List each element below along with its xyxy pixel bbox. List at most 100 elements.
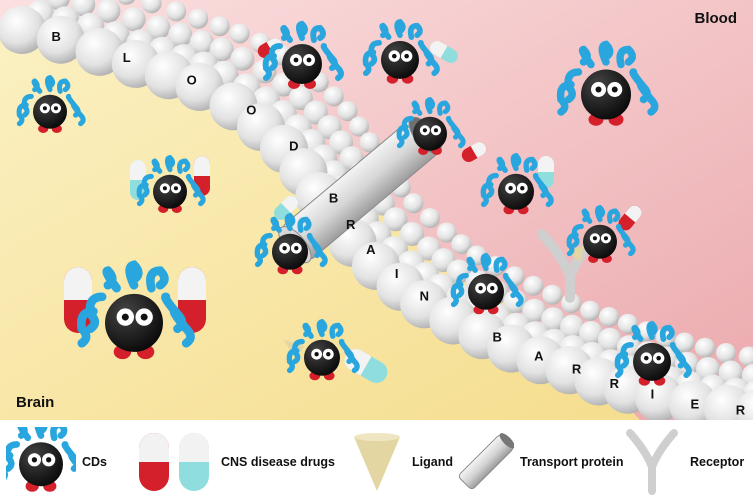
legend-item-ligand: Ligand [352, 420, 453, 503]
legend: CDs CNS disease drugs Ligand Transport p… [0, 420, 753, 503]
cd-mascot [480, 152, 554, 215]
cd-mascot [16, 74, 86, 133]
cd-mascot [136, 154, 206, 213]
lipid-sphere [166, 1, 187, 22]
lipid-sphere [229, 23, 250, 44]
barrier-letter: I [651, 387, 655, 402]
barrier-letter: B [492, 330, 501, 345]
lipid-sphere [121, 7, 146, 32]
brain-label: Brain [16, 394, 55, 411]
lipid-sphere [695, 337, 715, 358]
lipid-sphere [580, 300, 601, 321]
lipid-sphere [323, 86, 344, 107]
legend-label-receptor: Receptor [690, 454, 745, 469]
drug-capsule [274, 196, 298, 220]
barrier-letter: I [395, 266, 399, 281]
cd-mascots [16, 18, 692, 386]
barrier-letter: O [246, 102, 256, 117]
lipid-sphere [400, 222, 424, 246]
drug-capsule [461, 142, 487, 162]
lipid-sphere [674, 332, 695, 353]
legend-item-cds: CDs [6, 420, 107, 503]
legend-item-drugs: CNS disease drugs [135, 420, 335, 503]
lipid-sphere [0, 6, 46, 54]
lipid-sphere [716, 343, 736, 363]
lipid-sphere [189, 30, 214, 55]
lipid-sphere [71, 0, 96, 17]
lipid-sphere [168, 22, 193, 47]
lipid-sphere [541, 307, 566, 332]
lipid-sphere [579, 321, 603, 345]
legend-label-cds: CDs [82, 454, 108, 469]
lipid-sphere [735, 389, 753, 420]
barrier-letter: R [572, 362, 582, 377]
lipid-sphere [349, 116, 369, 137]
barrier-letter: D [289, 138, 298, 153]
cd-mascot [286, 318, 360, 381]
barrier-letter: O [187, 73, 197, 88]
cd-mascot [556, 40, 659, 126]
cd-mascot [362, 18, 440, 84]
blood-label: Blood [694, 10, 738, 27]
cd-mascot-legend [6, 426, 76, 492]
cd-mascot [262, 20, 344, 89]
lipid-sphere [451, 234, 472, 255]
lipid-sphere [522, 298, 547, 323]
barrier-letter: B [329, 190, 338, 205]
transport-tube-icon [458, 432, 514, 489]
lipid-sphere [141, 0, 162, 14]
barrier-letter: A [366, 242, 376, 257]
lipid-sphere [560, 314, 585, 339]
lipid-sphere [403, 193, 424, 214]
lipid-sphere [36, 15, 85, 64]
cd-mascot [396, 96, 466, 155]
barrier-letter: L [123, 50, 131, 65]
lipid-sphere [383, 207, 408, 232]
barrier-letter: R [736, 403, 746, 418]
lipid-sphere [75, 27, 124, 76]
ligand-cone-icon [354, 432, 400, 491]
legend-label-transport: Transport protein [520, 454, 624, 469]
drug-capsule [178, 267, 206, 333]
lipid-sphere [188, 8, 209, 29]
lipid-sphere [209, 16, 230, 37]
lipid-sphere [117, 0, 135, 5]
lipid-sphere [420, 208, 440, 228]
lipid-sphere [542, 284, 563, 305]
lipid-sphere [359, 132, 380, 153]
cd-mascot [566, 204, 636, 263]
barrier-letter: E [691, 397, 700, 412]
barrier-letter: R [346, 217, 356, 232]
receptor-y-icon [626, 428, 678, 495]
lipid-sphere [209, 37, 234, 62]
lipid-sphere [738, 346, 753, 367]
legend-item-receptor: Receptor [622, 420, 744, 503]
barrier-letter: N [420, 288, 429, 303]
lipid-sphere [96, 0, 121, 23]
cd-mascot-icon [6, 426, 76, 492]
legend-label-ligand: Ligand [412, 454, 453, 469]
barrier-letter: R [610, 376, 620, 391]
cd-mascot [76, 260, 195, 360]
lipid-sphere [230, 46, 255, 71]
capsule-icon [139, 432, 209, 491]
cd-mascot [614, 320, 692, 386]
lipid-sphere [146, 15, 171, 40]
lipid-sphere [599, 307, 619, 327]
barrier-letter: A [534, 349, 544, 364]
lipid-sphere [597, 327, 622, 352]
drug-capsule [430, 41, 458, 63]
legend-label-drugs: CNS disease drugs [221, 454, 335, 469]
cd-mascot [450, 252, 524, 315]
legend-item-transport: Transport protein [458, 420, 623, 503]
drug-capsule [538, 156, 554, 188]
lipid-sphere [523, 275, 544, 296]
drug-capsule [130, 160, 146, 200]
drug-capsule [618, 205, 642, 231]
barrier-letter: B [51, 29, 60, 44]
lipid-sphere [436, 222, 457, 243]
lipid-sphere [288, 86, 313, 111]
